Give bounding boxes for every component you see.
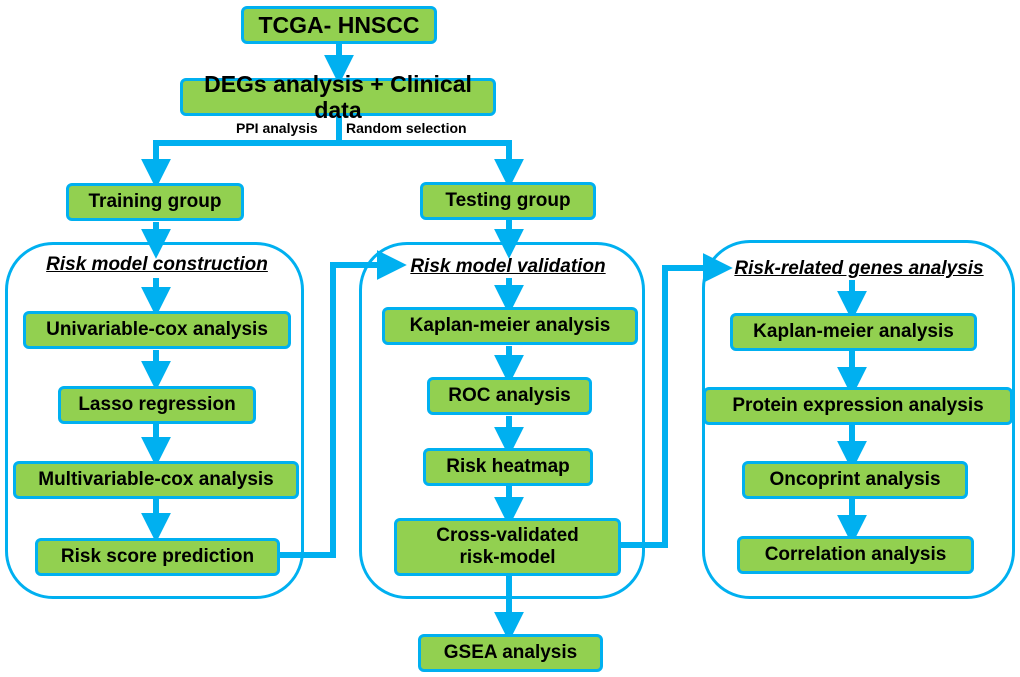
validation-step-risk-heatmap: Risk heatmap bbox=[423, 448, 593, 486]
genes-step-oncoprint: Oncoprint analysis bbox=[742, 461, 968, 499]
construction-step-univariable-cox: Univariable-cox analysis bbox=[23, 311, 291, 349]
node-gsea-analysis: GSEA analysis bbox=[418, 634, 603, 672]
arrow-construction-to-validation bbox=[280, 250, 407, 558]
panel-title-genes: Risk-related genes analysis bbox=[734, 258, 984, 279]
panel-title-validation: Risk model validation bbox=[410, 256, 606, 277]
construction-step-risk-score: Risk score prediction bbox=[35, 538, 280, 576]
genes-step-kaplan-meier: Kaplan-meier analysis bbox=[730, 313, 977, 351]
genes-step-protein-expression: Protein expression analysis bbox=[703, 387, 1013, 425]
edge-label-ppi: PPI analysis bbox=[236, 120, 318, 136]
panel-risk-model-construction bbox=[5, 242, 304, 599]
validation-step-cross-validated: Cross-validated risk-model bbox=[394, 518, 621, 576]
node-testing-group: Testing group bbox=[420, 182, 596, 220]
validation-step-kaplan-meier: Kaplan-meier analysis bbox=[382, 307, 638, 345]
node-training-group: Training group bbox=[66, 183, 244, 221]
node-source: TCGA- HNSCC bbox=[241, 6, 437, 44]
node-degs: DEGs analysis + Clinical data bbox=[180, 71, 496, 123]
construction-step-lasso: Lasso regression bbox=[58, 386, 256, 424]
panel-risk-model-validation bbox=[359, 242, 645, 599]
edge-label-random: Random selection bbox=[346, 120, 467, 136]
construction-step-multivariable-cox: Multivariable-cox analysis bbox=[13, 461, 299, 499]
validation-step-roc: ROC analysis bbox=[427, 377, 592, 415]
genes-step-correlation: Correlation analysis bbox=[737, 536, 974, 574]
panel-title-construction: Risk model construction bbox=[46, 254, 268, 275]
